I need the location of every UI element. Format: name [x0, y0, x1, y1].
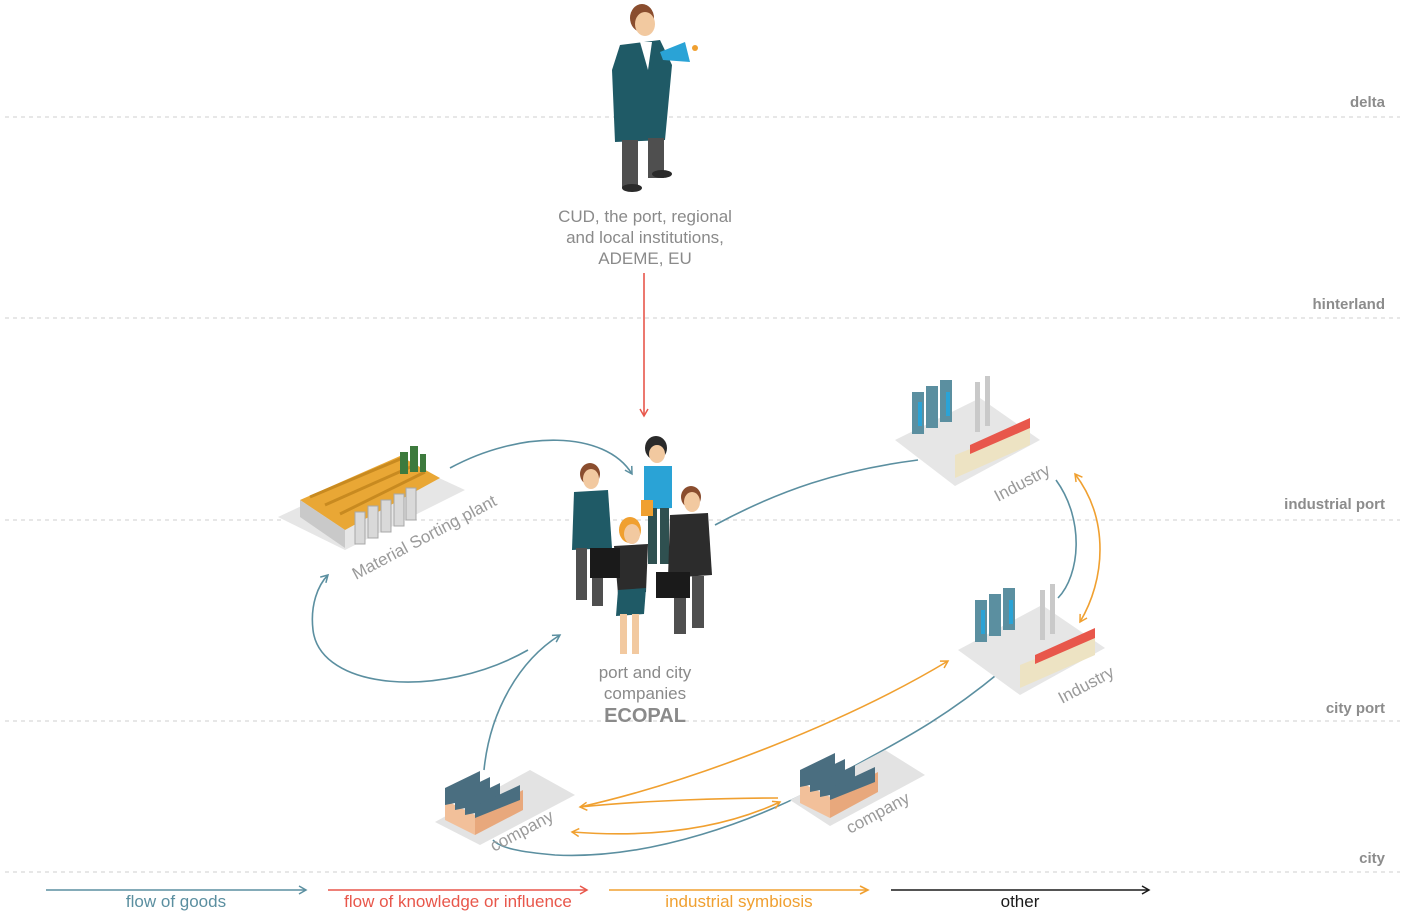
goods-flow-sorting-to-ecopal	[449, 439, 633, 476]
institution-figure	[612, 4, 698, 192]
industry-top-building	[895, 376, 1040, 486]
goods-flow-ecopal-to-industry	[714, 459, 919, 526]
legend-label-knowledge: flow of knowledge or influence	[344, 892, 572, 911]
legend-label-goods: flow of goods	[125, 892, 227, 911]
goods-flow-industry-to-industry	[1055, 479, 1077, 599]
megaphone-icon	[660, 42, 690, 62]
company-right-building	[790, 750, 925, 826]
institutions-label-line-1: CUD, the port, regional	[558, 207, 732, 226]
industry-bottom-building	[958, 584, 1105, 695]
company-left-building	[435, 770, 575, 845]
sorting-plant-building	[278, 446, 465, 550]
level-label-delta: delta	[1349, 94, 1385, 111]
symbiosis-company-to-industry	[579, 660, 950, 808]
ecopal-label: port and city companies ECOPAL	[545, 662, 745, 728]
level-label-hinterland: hinterland	[1312, 296, 1385, 313]
institutions-label: CUD, the port, regional and local instit…	[520, 206, 770, 269]
ecopal-name: ECOPAL	[604, 705, 686, 727]
symbiosis-industry-industry	[1074, 472, 1101, 624]
level-label-city: city	[1359, 850, 1385, 867]
label-industry-top: Industry	[991, 460, 1054, 505]
ecopal-group	[572, 436, 712, 654]
ecopal-label-line-2: companies	[603, 684, 687, 703]
institutions-label-line-2: and local institutions,	[566, 228, 724, 247]
goods-flow-ecopal-to-sorting	[311, 573, 529, 683]
legend-label-symbiosis: industrial symbiosis	[665, 892, 813, 911]
symbiosis-company-company-lower	[570, 800, 782, 838]
goods-flow-company-to-ecopal	[483, 634, 562, 771]
level-label-industrial-port: industrial port	[1284, 496, 1385, 513]
legend-lines	[46, 885, 1151, 895]
level-label-city-port: city port	[1325, 700, 1385, 717]
ecopal-label-line-1: port and city	[598, 663, 692, 682]
institutions-label-line-3: ADEME, EU	[598, 249, 692, 268]
legend-label-other: other	[1000, 892, 1040, 911]
